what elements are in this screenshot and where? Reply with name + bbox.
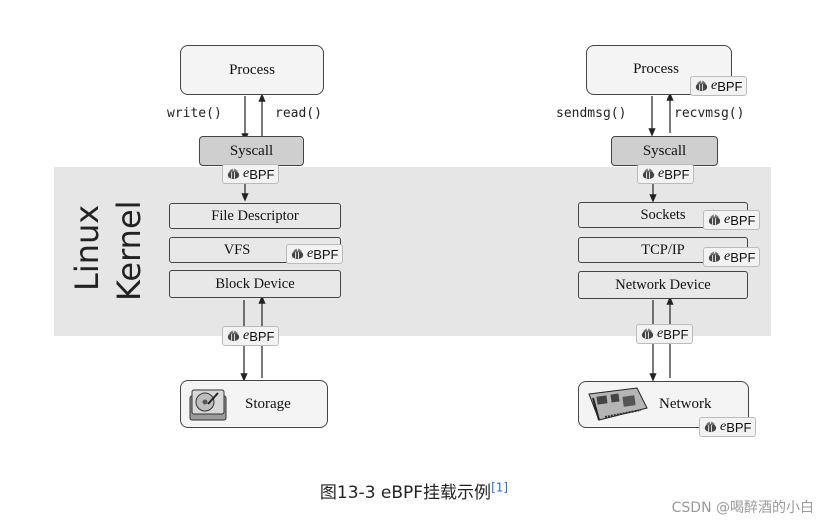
ebpf-e: e <box>711 78 718 93</box>
ebpf-bpf: BPF <box>249 328 275 344</box>
ebpf-e: e <box>307 246 314 261</box>
bee-icon <box>708 214 721 226</box>
storage-label: Storage <box>245 395 291 412</box>
vfs-label: VFS <box>223 241 251 258</box>
watermark: CSDN @喝醉酒的小白 <box>671 500 814 516</box>
left-syscall-label: Syscall <box>229 142 274 159</box>
ebpf-bpf: BPF <box>313 246 339 262</box>
right-syscall-label: Syscall <box>642 142 687 159</box>
right-process-label: Process <box>633 60 679 77</box>
ebpf-e: e <box>243 328 250 343</box>
caption-reference-link[interactable]: [1] <box>491 480 509 495</box>
right-syscall-box: Syscall <box>611 136 718 166</box>
network-device-label: Network Device <box>615 276 711 293</box>
block-device-label: Block Device <box>215 275 295 292</box>
ebpf-e: e <box>243 166 250 181</box>
left-process-label: Process <box>229 61 275 78</box>
left-write-call: write() <box>167 106 222 121</box>
sockets-label: Sockets <box>640 206 686 223</box>
network-device-box: Network Device <box>578 271 748 299</box>
network-box: Network <box>578 381 749 428</box>
bee-icon <box>642 168 655 180</box>
ebpf-bpf: BPF <box>730 249 756 265</box>
bee-icon <box>291 248 304 260</box>
ebpf-e: e <box>720 419 727 434</box>
caption-text: 图13-3 eBPF挂载示例 <box>319 483 492 503</box>
ebpf-bpf: BPF <box>717 78 743 94</box>
network-card-icon <box>588 387 648 421</box>
left-read-call: read() <box>275 106 322 121</box>
storage-box: Storage <box>180 380 328 428</box>
ebpf-e: e <box>657 326 664 341</box>
bee-icon <box>708 251 721 263</box>
figure-caption: 图13-3 eBPF挂载示例[1] <box>0 478 828 503</box>
bee-icon <box>227 168 240 180</box>
recvmsg-call: recvmsg() <box>674 106 745 121</box>
ebpf-bpf: BPF <box>726 419 752 435</box>
ebpf-bpf: BPF <box>663 326 689 342</box>
block-device-box: Block Device <box>169 270 341 298</box>
file-descriptor-box: File Descriptor <box>169 203 341 229</box>
left-syscall-box: Syscall <box>199 136 304 166</box>
ebpf-bpf: BPF <box>249 166 275 182</box>
ebpf-e: e <box>724 212 731 227</box>
bee-icon <box>227 330 240 342</box>
bee-icon <box>641 328 654 340</box>
left-process-box: Process <box>180 45 324 95</box>
sendmsg-call: sendmsg() <box>556 106 627 121</box>
bee-icon <box>695 80 708 92</box>
ebpf-bpf: BPF <box>664 166 690 182</box>
ebpf-e: e <box>724 249 731 264</box>
file-descriptor-label: File Descriptor <box>211 207 299 224</box>
ebpf-bpf: BPF <box>730 212 756 228</box>
tcpip-label: TCP/IP <box>641 241 685 258</box>
right-process-box: Process <box>586 45 732 95</box>
network-label: Network <box>659 396 712 412</box>
hard-disk-icon <box>189 389 227 421</box>
bee-icon <box>704 421 717 433</box>
ebpf-e: e <box>658 166 665 181</box>
